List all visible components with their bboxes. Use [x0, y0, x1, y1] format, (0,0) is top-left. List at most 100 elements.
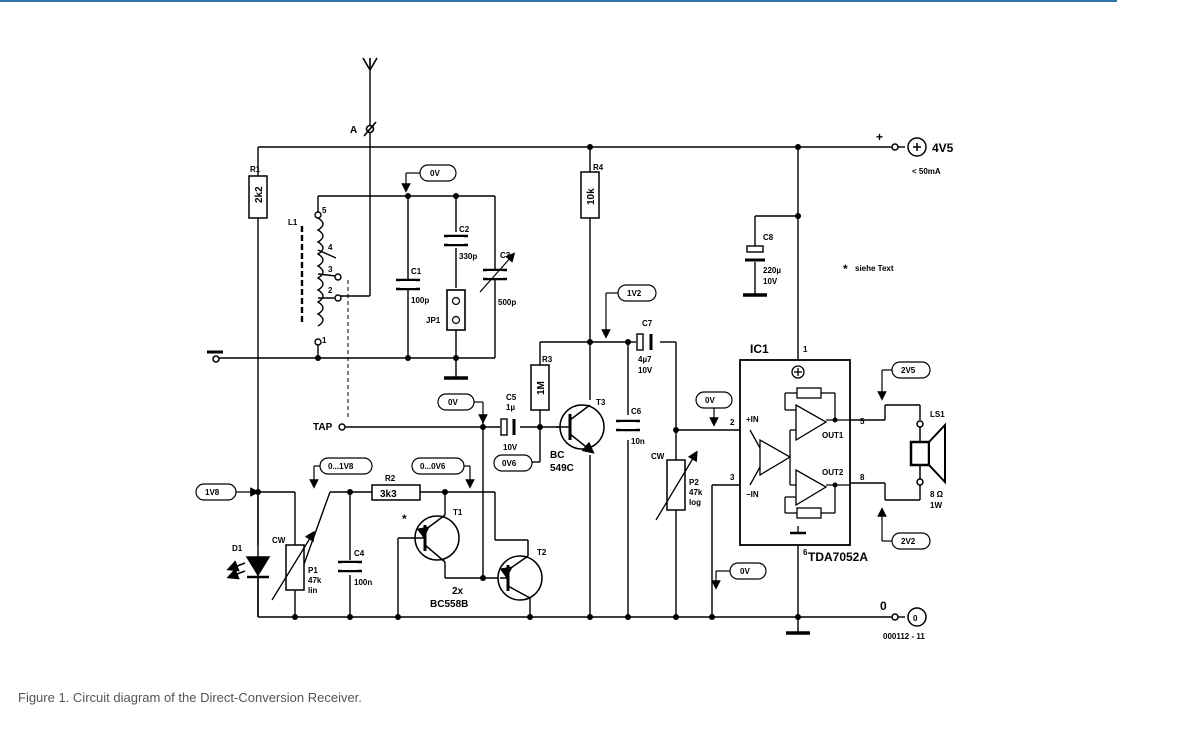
p1-cw: CW [272, 536, 286, 545]
p2-taper: log [689, 498, 701, 507]
c7-ref: C7 [642, 319, 653, 328]
c3-value: 500p [498, 298, 516, 307]
jumper-jp1 [446, 289, 466, 331]
c5-ref: C5 [506, 393, 517, 402]
ls1-impedance: 8 Ω [930, 490, 944, 499]
c2-value: 330p [459, 252, 477, 261]
c1-ref: C1 [411, 267, 422, 276]
node-1v2: 1V2 [627, 289, 642, 298]
ground-terminal [891, 607, 927, 627]
ic1-part: TDA7052A [808, 550, 868, 564]
supply-voltage: 4V5 [932, 141, 954, 155]
supply-current: < 50mA [912, 167, 941, 176]
c5-value: 1µ [506, 403, 515, 412]
potentiometer-p2 [666, 459, 686, 511]
c6-value: 10n [631, 437, 645, 446]
transistor-t2 [495, 539, 543, 601]
ic1-body [739, 359, 851, 546]
capacitor-c4 [338, 560, 362, 573]
node-flag-0v6 [493, 454, 533, 472]
c8-voltage: 10V [763, 277, 778, 286]
t1-ref: T1 [453, 508, 463, 517]
ground-zero: 0 [880, 599, 887, 613]
ic1-pin-1: 1 [803, 345, 808, 354]
ic1-out2: OUT2 [822, 468, 844, 477]
p1-ref: P1 [308, 566, 318, 575]
t3-type-line2: 549C [550, 463, 574, 474]
c2-ref: C2 [459, 225, 470, 234]
resistor-r3 [530, 364, 550, 411]
ic1-out1: OUT1 [822, 431, 844, 440]
ic1-in-plus: +IN [746, 415, 759, 424]
capacitor-c7 [636, 333, 653, 351]
supply-plus: + [876, 130, 883, 144]
speaker-icon [909, 420, 946, 486]
t3-ref: T3 [596, 398, 606, 407]
resistor-r4 [580, 171, 600, 219]
wires [215, 68, 921, 633]
top-rule [0, 0, 1117, 2]
t12-count: 2x [452, 586, 464, 597]
c3-ref: C3 [500, 251, 511, 260]
node-flag-0-0v6 [411, 457, 475, 489]
junctions [255, 144, 801, 620]
p1-wiper [271, 530, 315, 601]
node-flag-0v-top [401, 164, 457, 193]
antenna-icon [362, 57, 378, 137]
node-0v-right: 0V [705, 396, 715, 405]
p1-value: 47k [308, 576, 322, 585]
capacitor-c2 [444, 234, 468, 247]
r3-value: 1M [536, 381, 547, 395]
p2-value: 47k [689, 488, 703, 497]
l1-tap-5: 5 [322, 206, 327, 215]
r1-ref: R1 [250, 165, 261, 174]
r2-asterisk: * [402, 512, 407, 526]
r3-ref: R3 [542, 355, 553, 364]
p2-ref: P2 [689, 478, 699, 487]
coil-l1 [300, 211, 342, 346]
node-flag-2v5 [877, 361, 931, 401]
node-0v-mid: 0V [448, 398, 458, 407]
p1-taper: lin [308, 586, 317, 595]
l1-ref: L1 [288, 218, 298, 227]
transistor-t3 [556, 404, 605, 454]
node-0v-bottom: 0V [740, 567, 750, 576]
l1-tap-1: 1 [322, 336, 327, 345]
p2-cw: CW [651, 452, 665, 461]
ic1-pin-5: 5 [860, 417, 865, 426]
ground-terminal-label: 0 [913, 614, 918, 623]
node-2v5: 2V5 [901, 366, 916, 375]
node-flag-1v8 [195, 483, 260, 501]
note-siehe-text: siehe Text [855, 264, 894, 273]
l1-tap-4: 4 [328, 243, 333, 252]
ic1-internal [749, 365, 850, 535]
node-2v2: 2V2 [901, 537, 916, 546]
capacitor-c6 [616, 419, 640, 432]
tap-terminal [338, 423, 346, 431]
l1-tap-2: 2 [328, 286, 333, 295]
c4-value: 100n [354, 578, 372, 587]
ic1-ref: IC1 [750, 342, 769, 356]
capacitor-c5 [500, 418, 516, 436]
node-antenna-label: A [350, 125, 357, 136]
node-0-1v8: 0...1V8 [328, 462, 354, 471]
d1-ref: D1 [232, 544, 243, 553]
note-asterisk: * [843, 262, 848, 276]
ic1-pin-3: 3 [730, 473, 735, 482]
l1-tap-3: 3 [328, 265, 333, 274]
c7-voltage: 10V [638, 366, 653, 375]
node-0v-top: 0V [430, 169, 440, 178]
ls1-ref: LS1 [930, 410, 945, 419]
c8-value: 220µ [763, 266, 781, 275]
node-flag-0v-mid [437, 393, 488, 424]
t2-ref: T2 [537, 548, 547, 557]
r2-value: 3k3 [380, 489, 397, 500]
c4-ref: C4 [354, 549, 365, 558]
r4-ref: R4 [593, 163, 604, 172]
ic1-in-minus: −IN [746, 490, 759, 499]
supply-terminal [891, 137, 927, 157]
ls1-power: 1W [930, 501, 942, 510]
ic1-pin-2: 2 [730, 418, 735, 427]
node-tap-label: TAP [313, 422, 333, 433]
